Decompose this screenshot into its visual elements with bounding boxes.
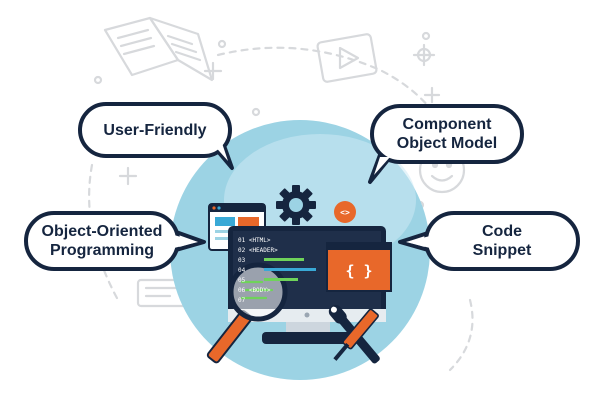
bubble-label-code-snippet: Code Snippet: [472, 223, 532, 259]
code-line: 04: [238, 267, 246, 274]
bubble-object-oriented-programming: [24, 211, 206, 271]
dot-icon: [217, 39, 227, 49]
code-panel: [326, 242, 392, 292]
code-highlight: [264, 268, 316, 271]
code-line: 01 <HTML>: [238, 237, 271, 244]
code-lines: 01 <HTML> 02 <HEADER> 03 04 05 06 <BODY>…: [238, 236, 324, 306]
code-line: 02 <HEADER>: [238, 247, 278, 254]
dot-icon: [93, 75, 103, 85]
plus-icon: [203, 61, 223, 81]
bubble-code-snippet: [398, 211, 580, 271]
plus-icon: [118, 166, 138, 186]
bubble-user-friendly: [78, 102, 234, 170]
braces-label: { }: [345, 262, 373, 280]
code-line: 03: [238, 257, 246, 264]
bubble-component-object-model: [368, 104, 524, 184]
code-badge: [334, 201, 356, 223]
dashed-path: [448, 298, 474, 372]
code-highlight: [264, 278, 298, 281]
code-highlights: [264, 258, 320, 281]
plus-icon: [423, 86, 441, 104]
bubble-label-object-oriented-programming: Object-Oriented Programming: [41, 223, 163, 259]
bubble-label-user-friendly: User-Friendly: [103, 121, 207, 139]
code-line: 05: [238, 277, 246, 284]
code-badge-label: <>: [340, 207, 350, 217]
code-line: 06 <BODY>: [238, 287, 271, 294]
bubble-label-component-object-model: Component Object Model: [396, 116, 498, 152]
book-icon: [103, 16, 214, 82]
target-icon: [412, 43, 436, 67]
gear-icon: [276, 185, 316, 225]
code-line: 07: [238, 297, 246, 304]
code-highlight: [264, 258, 304, 261]
dot-icon: [251, 107, 261, 117]
tools-icon: [328, 304, 380, 364]
dot-icon: [421, 31, 431, 41]
video-play-icon: [316, 33, 378, 83]
